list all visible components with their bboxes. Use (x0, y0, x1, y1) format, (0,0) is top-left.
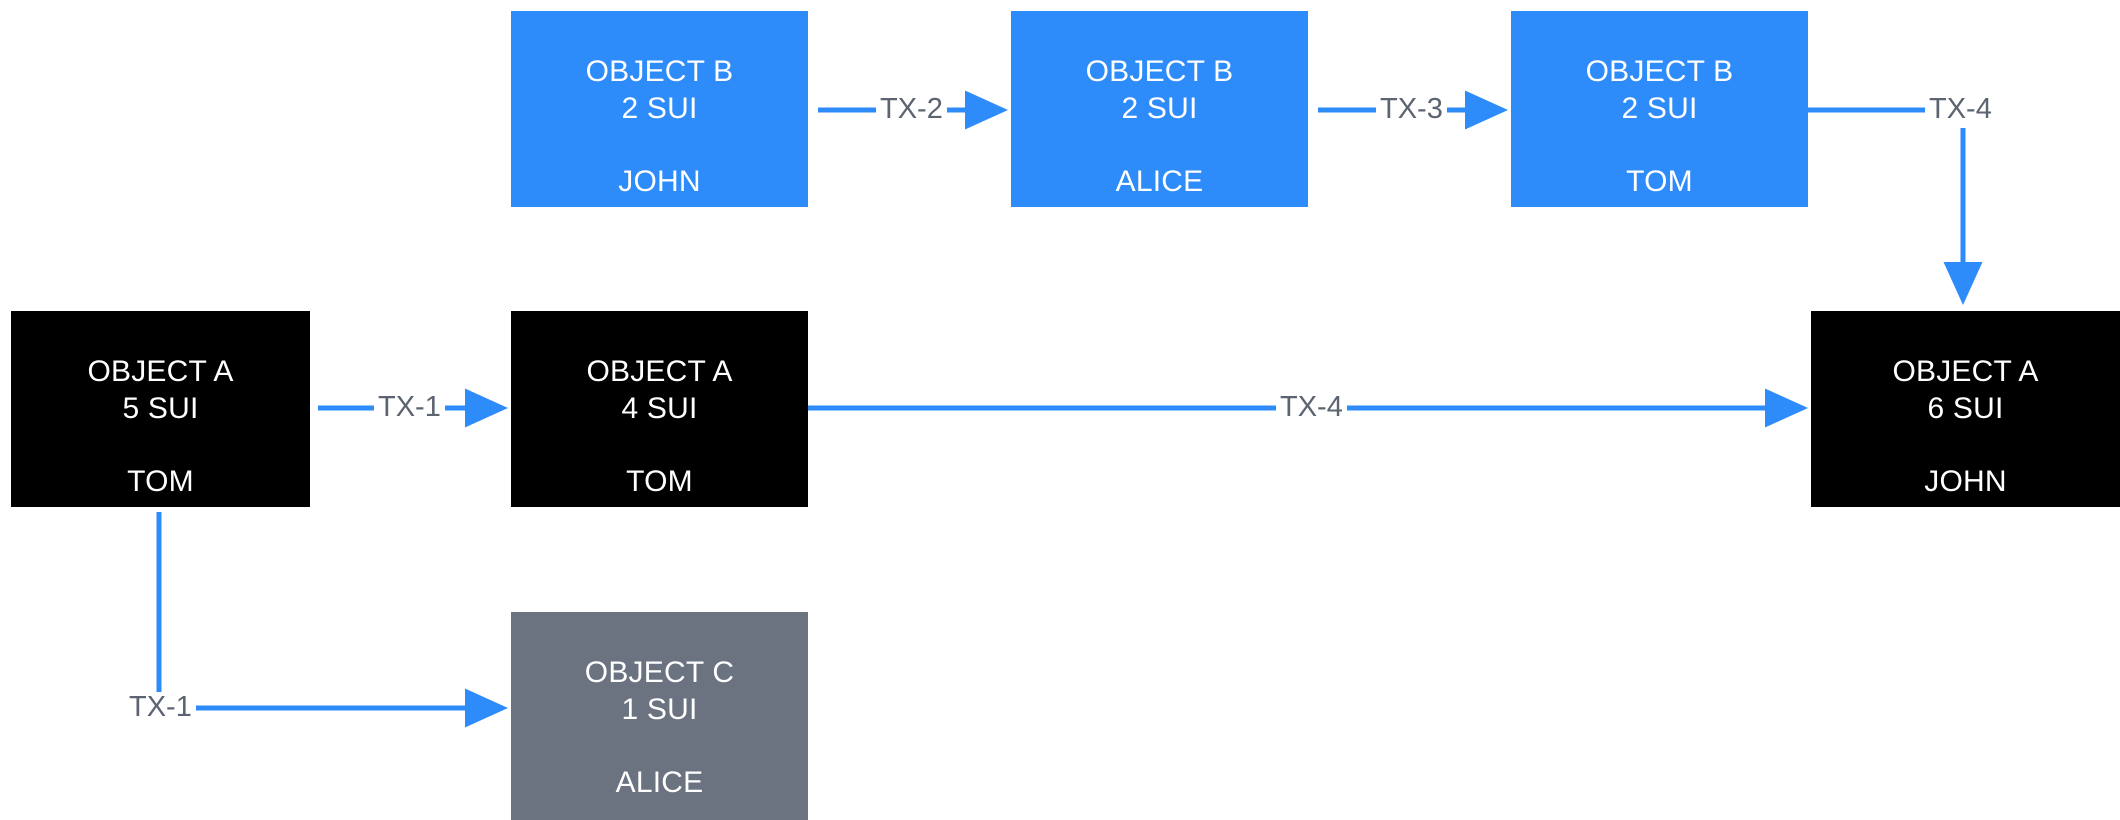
node-object-b-2sui-alice[interactable]: OBJECT B 2 SUI ALICE (1011, 11, 1308, 207)
edge-label-tx4-a-to-a: TX-4 (1276, 393, 1347, 422)
node-owner-label: TOM (1626, 165, 1693, 198)
edge-label-tx1-a-to-a: TX-1 (374, 393, 445, 422)
node-object-label: OBJECT A (1892, 355, 2039, 388)
node-object-a-5sui-tom[interactable]: OBJECT A 5 SUI TOM (11, 311, 310, 507)
node-object-b-2sui-john[interactable]: OBJECT B 2 SUI JOHN (511, 11, 808, 207)
node-owner-label: JOHN (1924, 465, 2007, 498)
node-amount-label: 1 SUI (621, 693, 698, 726)
node-object-label: OBJECT B (585, 55, 734, 88)
node-object-label: OBJECT C (584, 656, 735, 689)
node-amount-label: 2 SUI (621, 92, 698, 125)
node-owner-label: JOHN (618, 165, 701, 198)
node-object-label: OBJECT B (1085, 55, 1234, 88)
node-object-c-1sui-alice[interactable]: OBJECT C 1 SUI ALICE (511, 612, 808, 820)
node-object-label: OBJECT A (87, 355, 234, 388)
edge-tx1-a-to-c (156, 512, 509, 728)
node-amount-label: 2 SUI (1121, 92, 1198, 125)
node-object-b-2sui-tom[interactable]: OBJECT B 2 SUI TOM (1511, 11, 1808, 207)
edge-label-tx2-b-to-b: TX-2 (876, 95, 947, 124)
node-owner-label: ALICE (1115, 165, 1204, 198)
node-amount-label: 5 SUI (122, 392, 199, 425)
node-object-label: OBJECT B (1585, 55, 1734, 88)
edge-label-tx3-b-to-b: TX-3 (1376, 95, 1447, 124)
node-amount-label: 4 SUI (621, 392, 698, 425)
node-object-label: OBJECT A (586, 355, 733, 388)
node-owner-label: TOM (626, 465, 693, 498)
edge-label-tx1-a-to-c: TX-1 (125, 693, 196, 722)
node-owner-label: TOM (127, 465, 194, 498)
node-object-a-4sui-tom[interactable]: OBJECT A 4 SUI TOM (511, 311, 808, 507)
node-object-a-6sui-john[interactable]: OBJECT A 6 SUI JOHN (1811, 311, 2120, 507)
node-amount-label: 6 SUI (1927, 392, 2004, 425)
node-owner-label: ALICE (615, 766, 704, 799)
node-amount-label: 2 SUI (1621, 92, 1698, 125)
edge-tx4-b-to-a (1808, 107, 1983, 306)
edge-label-tx4-b-to-a: TX-4 (1925, 95, 1996, 124)
